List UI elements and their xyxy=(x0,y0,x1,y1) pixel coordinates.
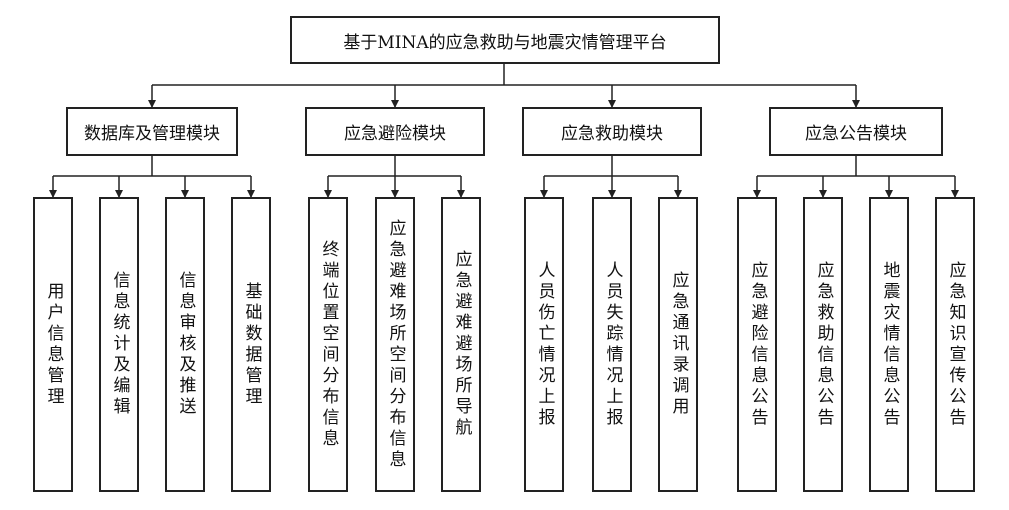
leaf-casualty-report: 人员伤亡情况上报 xyxy=(524,197,564,492)
leaf-missing-report: 人员失踪情况上报 xyxy=(592,197,632,492)
leaf-label: 终端位置空间分布信息 xyxy=(318,239,339,450)
leaf-shelter-navigation: 应急避难避场所导航 xyxy=(441,197,481,492)
leaf-label: 应急通讯录调用 xyxy=(668,271,689,418)
leaf-label: 应急知识宣传公告 xyxy=(945,260,966,429)
leaf-contacts-access: 应急通讯录调用 xyxy=(658,197,698,492)
leaf-terminal-location-distribution: 终端位置空间分布信息 xyxy=(308,197,348,492)
leaf-label: 用户信息管理 xyxy=(43,281,64,408)
leaf-label: 人员失踪情况上报 xyxy=(602,260,623,429)
leaf-label: 应急救助信息公告 xyxy=(813,260,834,429)
leaf-label: 应急避险信息公告 xyxy=(747,260,768,429)
module-database-management: 数据库及管理模块 xyxy=(66,107,238,156)
leaf-label: 人员伤亡情况上报 xyxy=(534,260,555,429)
module-label: 应急公告模块 xyxy=(805,124,907,144)
module-emergency-announcement: 应急公告模块 xyxy=(769,107,943,156)
module-emergency-rescue: 应急救助模块 xyxy=(522,107,702,156)
leaf-shelter-distribution: 应急避难场所空间分布信息 xyxy=(375,197,415,492)
leaf-info-review-push: 信息审核及推送 xyxy=(165,197,205,492)
root-node: 基于MINA的应急救助与地震灾情管理平台 xyxy=(290,16,720,64)
leaf-rescue-announcement: 应急救助信息公告 xyxy=(803,197,843,492)
module-emergency-avoidance: 应急避险模块 xyxy=(305,107,485,156)
leaf-basic-data-management: 基础数据管理 xyxy=(231,197,271,492)
root-label: 基于MINA的应急救助与地震灾情管理平台 xyxy=(343,32,667,53)
leaf-disaster-announcement: 地震灾情信息公告 xyxy=(869,197,909,492)
leaf-label: 信息统计及编辑 xyxy=(109,271,130,418)
leaf-knowledge-announcement: 应急知识宣传公告 xyxy=(935,197,975,492)
leaf-label: 地震灾情信息公告 xyxy=(879,260,900,429)
leaf-info-statistics-editing: 信息统计及编辑 xyxy=(99,197,139,492)
leaf-label: 信息审核及推送 xyxy=(175,271,196,418)
leaf-label: 基础数据管理 xyxy=(241,281,262,408)
leaf-label: 应急避难避场所导航 xyxy=(451,250,472,439)
module-label: 数据库及管理模块 xyxy=(84,124,220,144)
module-label: 应急避险模块 xyxy=(344,124,446,144)
leaf-label: 应急避难场所空间分布信息 xyxy=(385,218,406,471)
module-label: 应急救助模块 xyxy=(561,124,663,144)
leaf-avoidance-announcement: 应急避险信息公告 xyxy=(737,197,777,492)
leaf-user-info-management: 用户信息管理 xyxy=(33,197,73,492)
